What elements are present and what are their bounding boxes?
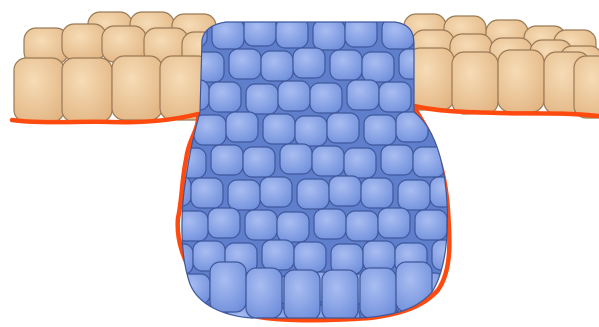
blue-cell xyxy=(361,178,393,208)
blue-cell xyxy=(208,208,240,238)
blue-cell xyxy=(246,84,278,114)
blue-cell xyxy=(211,145,243,175)
right-epithelium xyxy=(404,14,599,118)
blue-cell xyxy=(413,147,445,177)
blue-cell xyxy=(161,244,193,274)
blue-cell xyxy=(330,50,362,80)
blue-cell xyxy=(244,16,276,46)
tan-cell xyxy=(62,24,106,60)
blue-edge-cell xyxy=(284,270,320,320)
blue-cell xyxy=(364,115,396,145)
blue-edge-cell xyxy=(246,268,282,318)
blue-cell xyxy=(396,112,428,142)
tan-cell xyxy=(112,56,162,120)
blue-cell xyxy=(263,114,295,144)
blue-cell xyxy=(313,20,345,50)
blue-cell xyxy=(379,82,411,112)
blue-cell xyxy=(209,82,241,112)
blue-cell xyxy=(178,274,210,304)
blue-cell xyxy=(278,81,310,111)
blue-cell xyxy=(212,19,244,49)
blue-edge-cell xyxy=(396,262,432,312)
tan-cell xyxy=(14,58,64,122)
blue-edge-cell xyxy=(360,268,396,318)
blue-cell xyxy=(381,145,413,175)
blue-cell xyxy=(229,49,261,79)
blue-cell xyxy=(191,178,223,208)
blue-cell xyxy=(297,179,329,209)
blue-edge-cell xyxy=(210,262,246,312)
blue-cell xyxy=(344,148,376,178)
blue-cell xyxy=(329,176,361,206)
blue-cell xyxy=(293,48,325,78)
blue-cell xyxy=(449,275,481,305)
blue-cell xyxy=(314,209,346,239)
tan-cell xyxy=(408,48,454,110)
blue-cell xyxy=(261,51,293,81)
left-epithelium xyxy=(14,12,226,122)
blue-cell xyxy=(158,307,190,327)
blue-cell xyxy=(429,308,461,327)
blue-cell xyxy=(347,80,379,110)
blue-cell xyxy=(228,180,260,210)
blue-cell xyxy=(294,242,326,272)
blue-cell xyxy=(398,180,430,210)
blue-cell xyxy=(312,146,344,176)
blue-cell xyxy=(310,83,342,113)
blue-cell xyxy=(280,144,312,174)
blue-edge-cell xyxy=(322,270,358,320)
tan-cell xyxy=(452,52,498,114)
blue-cell xyxy=(363,241,395,271)
blue-cell xyxy=(194,115,226,145)
blue-cell xyxy=(327,113,359,143)
blue-cell xyxy=(295,116,327,146)
blue-cell xyxy=(433,114,465,144)
blue-cell xyxy=(346,211,378,241)
blue-cell xyxy=(260,177,292,207)
blue-cell xyxy=(362,52,394,82)
blue-cell xyxy=(277,212,309,242)
blue-cell xyxy=(226,112,258,142)
tan-cell xyxy=(498,50,544,112)
blue-cell xyxy=(450,144,482,174)
tan-cell xyxy=(574,56,599,118)
blue-cell xyxy=(447,212,479,242)
blue-cell xyxy=(378,208,410,238)
blue-cell xyxy=(245,210,277,240)
tan-cell xyxy=(62,58,112,122)
blue-cell xyxy=(415,210,447,240)
blue-cell xyxy=(243,147,275,177)
blue-cell xyxy=(262,240,294,270)
